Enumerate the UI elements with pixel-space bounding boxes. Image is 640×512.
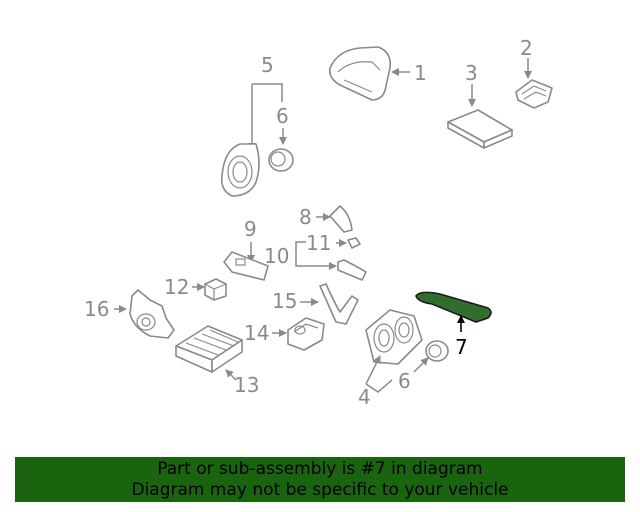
banner-line-1: Part or sub-assembly is #7 in diagram <box>157 458 483 479</box>
callout-15: 15 <box>272 289 297 313</box>
part-14-vent-housing <box>287 317 325 351</box>
bracket-10-bottom <box>295 256 337 270</box>
parts-diagram: 1 2 3 5 6 8 9 10 11 <box>84 36 553 409</box>
leader-4 <box>365 355 381 385</box>
callout-8: 8 <box>299 205 312 229</box>
callout-2: 2 <box>520 36 533 60</box>
part-8-bracket <box>329 205 353 233</box>
callout-10: 10 <box>264 244 289 268</box>
callout-9: 9 <box>244 217 257 241</box>
callout-7: 7 <box>455 335 468 359</box>
callout-16: 16 <box>84 297 109 321</box>
part-3-panel <box>447 109 513 149</box>
part-6-grommet-upper <box>268 148 294 172</box>
callout-11: 11 <box>306 231 331 255</box>
part-15-u-trim <box>319 283 359 325</box>
callout-6-lower: 6 <box>398 369 411 393</box>
callout-4: 4 <box>358 385 371 409</box>
leader-6-lower <box>413 357 429 373</box>
bracket-10-top <box>295 241 306 256</box>
callout-5: 5 <box>261 53 274 77</box>
part-2-vent <box>515 79 553 109</box>
part-16-bracket-housing <box>129 289 175 339</box>
part-7-highlighted-trim <box>415 291 492 323</box>
part-12-block <box>204 278 227 301</box>
callout-14: 14 <box>244 321 269 345</box>
callout-12: 12 <box>164 275 189 299</box>
callout-3: 3 <box>465 61 478 85</box>
part-4-twin-vent-bezel <box>365 309 423 365</box>
part-5-speaker-trim <box>220 143 260 197</box>
part-9-trim-piece <box>223 251 269 281</box>
bracket-5 <box>252 83 283 102</box>
banner-line-2: Diagram may not be specific to your vehi… <box>131 479 509 500</box>
leader-13 <box>225 369 237 381</box>
part-11-clip <box>347 237 361 249</box>
part-1-cluster-hood <box>328 46 392 101</box>
part-10-strip <box>337 259 367 281</box>
callout-1: 1 <box>414 61 427 85</box>
part-6-grommet-lower <box>425 340 449 362</box>
callout-13: 13 <box>234 373 259 397</box>
bracket-4 <box>365 379 393 393</box>
callout-6-upper: 6 <box>276 104 289 128</box>
part-13-grille-box <box>175 325 243 373</box>
info-banner: Part or sub-assembly is #7 in diagram Di… <box>15 457 625 502</box>
